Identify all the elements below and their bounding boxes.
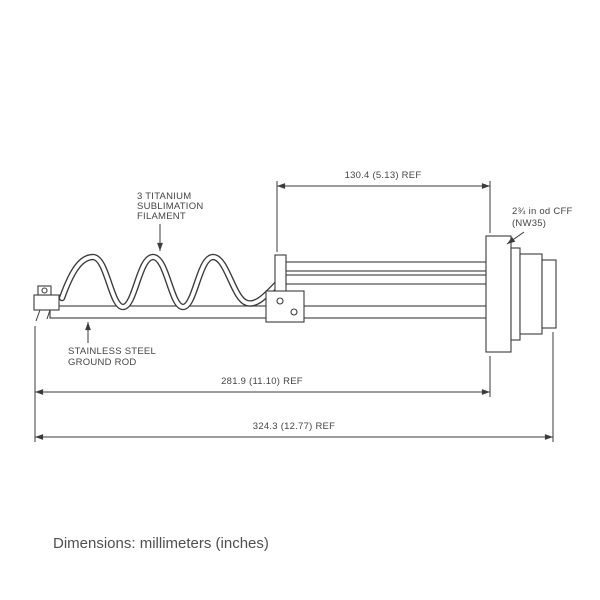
ground-rod-label-line2: GROUND ROD bbox=[68, 357, 136, 368]
filament-drawing bbox=[58, 253, 281, 311]
flange-label: 2¾ in od CFF (NW35) bbox=[512, 206, 573, 229]
dimension-top: 130.4 (5.13) REF bbox=[276, 170, 491, 252]
left-connector-drawing bbox=[33, 285, 60, 322]
feedthrough-rods-drawing bbox=[274, 254, 489, 297]
filament-label: 3 TITANIUM SUBLIMATION FILAMENT bbox=[137, 191, 203, 222]
filament-label-line3: FILAMENT bbox=[137, 211, 186, 222]
flange-leader-arrow bbox=[506, 231, 525, 245]
dimension-overall: 324.3 (12.77) REF bbox=[35, 332, 554, 442]
dimension-middle: 281.9 (11.10) REF bbox=[34, 326, 491, 442]
mid-clamp-block-drawing bbox=[265, 290, 305, 323]
dimension-overall-text: 324.3 (12.77) REF bbox=[253, 421, 335, 432]
filament-label-line2: SUBLIMATION bbox=[137, 201, 203, 212]
ground-rod-label-line1: STAINLESS STEEL bbox=[68, 346, 156, 357]
filament-label-line1: 3 TITANIUM bbox=[137, 191, 191, 202]
dimension-top-text: 130.4 (5.13) REF bbox=[345, 170, 422, 181]
flange-label-line1: 2¾ in od CFF bbox=[512, 206, 573, 217]
units-note: Dimensions: millimeters (inches) bbox=[53, 535, 269, 552]
ground-rod-label: STAINLESS STEEL GROUND ROD bbox=[68, 346, 156, 368]
cff-flange-drawing bbox=[485, 235, 557, 353]
flange-label-line2: (NW35) bbox=[512, 218, 546, 229]
dimension-middle-text: 281.9 (11.10) REF bbox=[221, 376, 303, 387]
